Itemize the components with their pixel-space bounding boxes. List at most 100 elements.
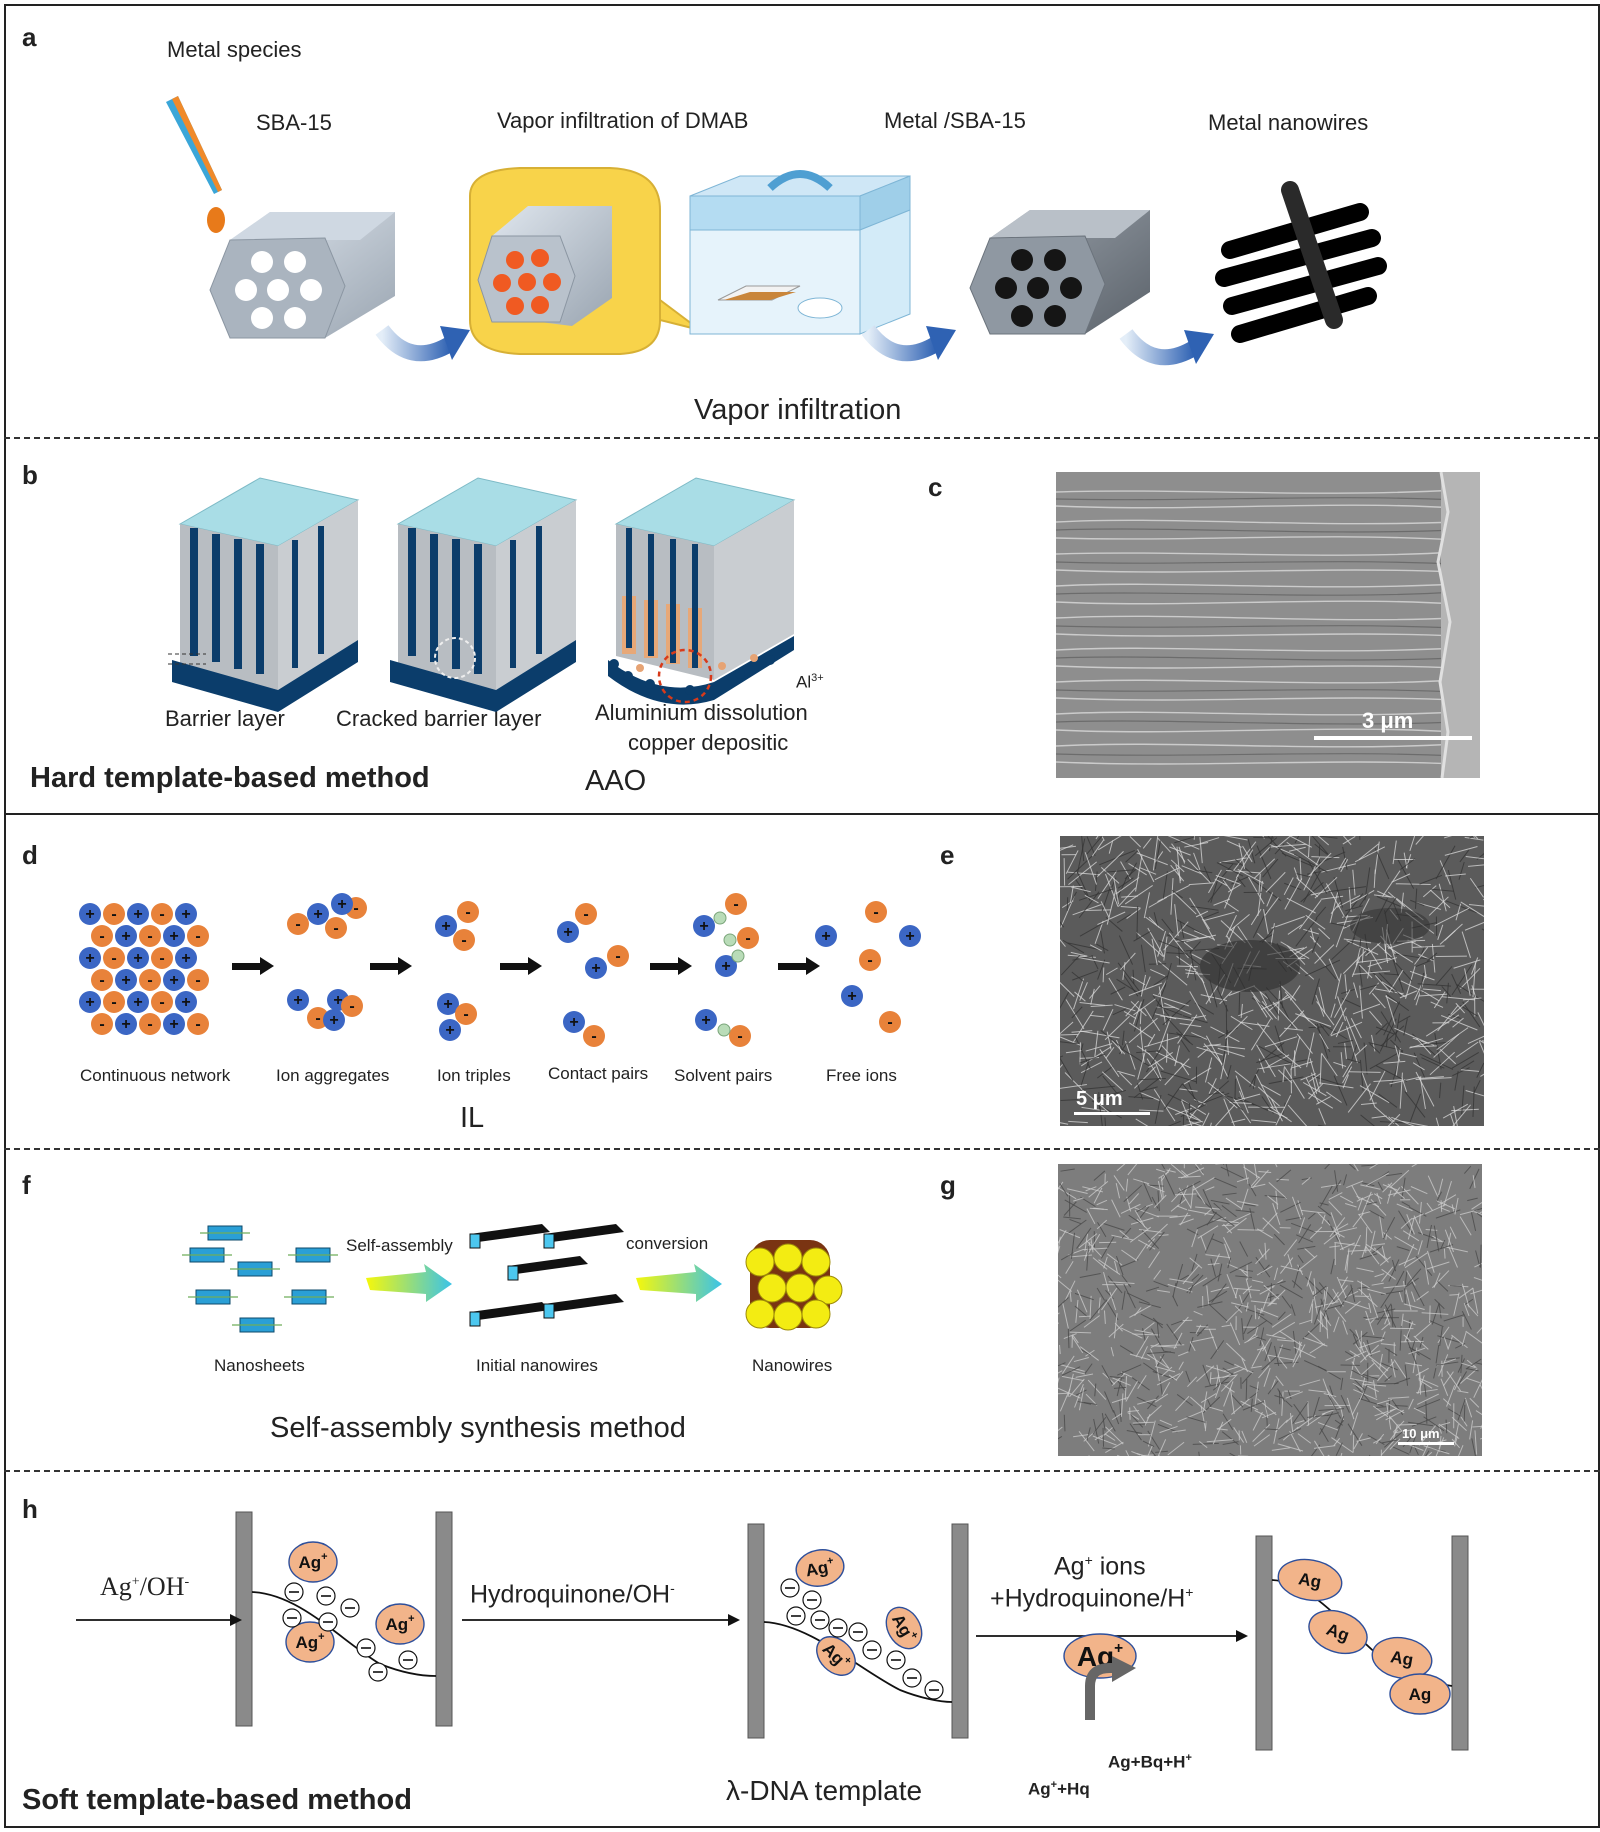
process-arrow-icon — [650, 957, 692, 975]
svg-text:+: + — [85, 994, 94, 1011]
svg-text:+: + — [699, 918, 708, 935]
svg-text:+: + — [337, 896, 346, 913]
svg-text:+: + — [441, 918, 450, 935]
sem-c-texture — [1056, 472, 1480, 778]
svg-text:+: + — [133, 950, 142, 967]
svg-text:-: - — [737, 1028, 742, 1045]
anion-icon: - — [859, 949, 881, 971]
divider-a-b — [4, 437, 1600, 439]
cation-icon: + — [127, 991, 149, 1013]
step-label-vapor-dmab: Vapor infiltration of DMAB — [497, 108, 749, 133]
stage-solvent-pairs: Solvent pairs — [674, 1066, 773, 1085]
cation-icon: + — [439, 1019, 461, 1041]
anion-icon: - — [139, 1013, 161, 1035]
svg-text:-: - — [615, 948, 620, 965]
svg-text:+: + — [181, 950, 190, 967]
sem-image-g: 10 μm — [1058, 1164, 1482, 1456]
cation-icon: + — [79, 947, 101, 969]
scale-label-g: 10 μm — [1402, 1426, 1440, 1441]
panel-label-d: d — [22, 840, 38, 870]
figure-frame — [4, 4, 1600, 1828]
negative-charge-icon — [398, 1650, 418, 1670]
negative-charge-icon — [862, 1640, 882, 1660]
svg-text:+: + — [169, 972, 178, 989]
svg-text:-: - — [295, 916, 300, 933]
svg-text:Ag: Ag — [1389, 1647, 1415, 1670]
anion-icon: - — [151, 991, 173, 1013]
panel-b-illustration — [168, 477, 796, 712]
svg-text:-: - — [463, 1006, 468, 1023]
process-arrow-icon — [232, 957, 274, 975]
svg-text:-: - — [733, 896, 738, 913]
negative-charge-icon — [810, 1610, 830, 1630]
svg-text:-: - — [99, 1016, 104, 1033]
panel-a-illustration — [166, 96, 1387, 366]
stage-free-ions: Free ions — [826, 1066, 897, 1085]
negative-charge-icon — [780, 1578, 800, 1598]
cation-icon: + — [841, 985, 863, 1007]
anion-icon: - — [91, 969, 113, 991]
solvent-molecule — [731, 949, 745, 963]
infiltration-bubble — [469, 167, 701, 355]
panel-label-h: h — [22, 1494, 38, 1524]
cation-icon: + — [127, 947, 149, 969]
process-arrow-icon — [778, 957, 820, 975]
aao-block-cracked — [390, 477, 578, 712]
sem-image-c: 3 μm — [1056, 472, 1480, 778]
negative-charge-icon — [318, 1612, 338, 1632]
svg-text:-: - — [591, 1028, 596, 1045]
anion-icon: - — [729, 1025, 751, 1047]
step-ag-oh: Ag+/OH- — [100, 1572, 190, 1601]
negative-charge-icon — [924, 1680, 944, 1700]
negative-charge-icon — [802, 1590, 822, 1610]
negative-charge-icon — [356, 1638, 376, 1658]
step-label-sba15: SBA-15 — [256, 110, 332, 135]
anion-icon: - — [325, 917, 347, 939]
stage-ion-triples: Ion triples — [437, 1066, 511, 1085]
anion-icon: - — [575, 903, 597, 925]
svg-text:-: - — [195, 1016, 200, 1033]
process-arrow-icon — [500, 957, 542, 975]
stage-copper-deposit: copper depositic — [628, 730, 789, 755]
wall-2b — [951, 1523, 969, 1739]
stage-continuous-network: Continuous network — [80, 1066, 231, 1085]
ag-particle: Ag — [1277, 1558, 1343, 1602]
svg-text:+: + — [293, 992, 302, 1009]
cation-icon: + — [899, 925, 921, 947]
anion-icon: - — [139, 969, 161, 991]
al-ion-label: Al3+ — [796, 672, 824, 692]
svg-text:Ag: Ag — [1297, 1569, 1323, 1592]
anion-icon: - — [91, 1013, 113, 1035]
yellow-arrow-icon — [366, 1264, 452, 1302]
ag-particle: Ag+ — [795, 1549, 845, 1587]
anion-icon: - — [187, 1013, 209, 1035]
svg-text:Ag: Ag — [1409, 1685, 1432, 1704]
reaction-right: Ag+Bq+H+ — [1108, 1752, 1192, 1772]
wall-2a — [747, 1523, 765, 1739]
initial-nanowire-rods — [469, 1224, 624, 1327]
anion-icon: - — [287, 913, 309, 935]
svg-text:+: + — [169, 928, 178, 945]
anion-icon: - — [583, 1025, 605, 1047]
vapor-chamber — [689, 170, 911, 335]
stage-nanowires: Nanowires — [752, 1356, 833, 1375]
step-label-metal-sba15: Metal /SBA-15 — [884, 108, 1026, 133]
svg-text:+: + — [169, 1016, 178, 1033]
anion-icon: - — [187, 969, 209, 991]
cation-icon: + — [815, 925, 837, 947]
panel-d-ion-diagram: +-+-+-+-+-+-+-+-+-+-+-+-+-+-+--+--++-+-+… — [79, 893, 921, 1047]
anion-icon: - — [607, 945, 629, 967]
anion-icon: - — [151, 947, 173, 969]
negative-charge-icon — [828, 1618, 848, 1638]
wall-1b — [435, 1511, 453, 1727]
svg-text:Ag+: Ag+ — [295, 1631, 324, 1652]
svg-text:-: - — [147, 972, 152, 989]
sem-g-texture — [1058, 1164, 1482, 1456]
svg-text:-: - — [147, 1016, 152, 1033]
svg-text:+: + — [443, 996, 452, 1013]
svg-text:+: + — [329, 1012, 338, 1029]
svg-text:-: - — [111, 994, 116, 1011]
svg-text:+: + — [313, 906, 322, 923]
svg-text:+: + — [821, 928, 830, 945]
